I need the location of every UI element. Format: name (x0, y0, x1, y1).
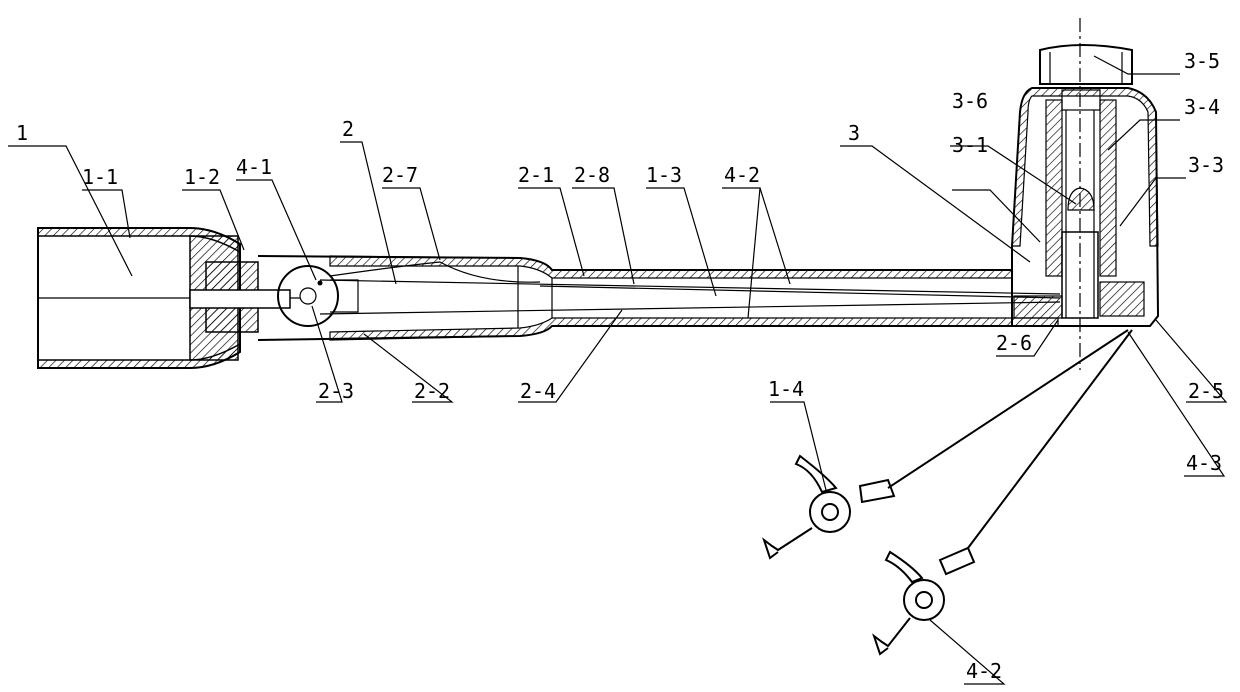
label-3-5: 3-5 (1184, 49, 1220, 73)
label-2-4: 2-4 (520, 379, 556, 403)
label-3-6: 3-6 (952, 89, 988, 113)
knob-assembly (1012, 18, 1158, 370)
label-1-2: 1-2 (184, 165, 220, 189)
label-2-3: 2-3 (318, 379, 354, 403)
label-2-1: 2-1 (518, 163, 554, 187)
label-2-2: 2-2 (414, 379, 450, 403)
cable-and-valve-2 (874, 330, 1132, 654)
cable-and-valve-1 (764, 330, 1128, 558)
label-4-2-bottom: 4-2 (966, 659, 1002, 683)
label-2-5: 2-5 (1188, 379, 1224, 403)
label-4-3: 4-3 (1186, 451, 1222, 475)
shaft-tube (258, 256, 1060, 340)
label-3-3: 3-3 (1188, 153, 1224, 177)
label-4-2-top: 4-2 (724, 163, 760, 187)
label-3-4: 3-4 (1184, 95, 1220, 119)
label-1-1: 1-1 (82, 165, 118, 189)
label-3: 3 (848, 121, 860, 145)
label-3-1: 3-1 (952, 133, 988, 157)
label-2-7: 2-7 (382, 163, 418, 187)
label-1: 1 (16, 121, 28, 145)
label-4-1: 4-1 (236, 155, 272, 179)
leader-lines (8, 56, 1226, 684)
label-2: 2 (342, 117, 354, 141)
label-1-3: 1-3 (646, 163, 682, 187)
label-2-6: 2-6 (996, 331, 1032, 355)
label-1-4: 1-4 (768, 377, 804, 401)
label-2-8: 2-8 (574, 163, 610, 187)
